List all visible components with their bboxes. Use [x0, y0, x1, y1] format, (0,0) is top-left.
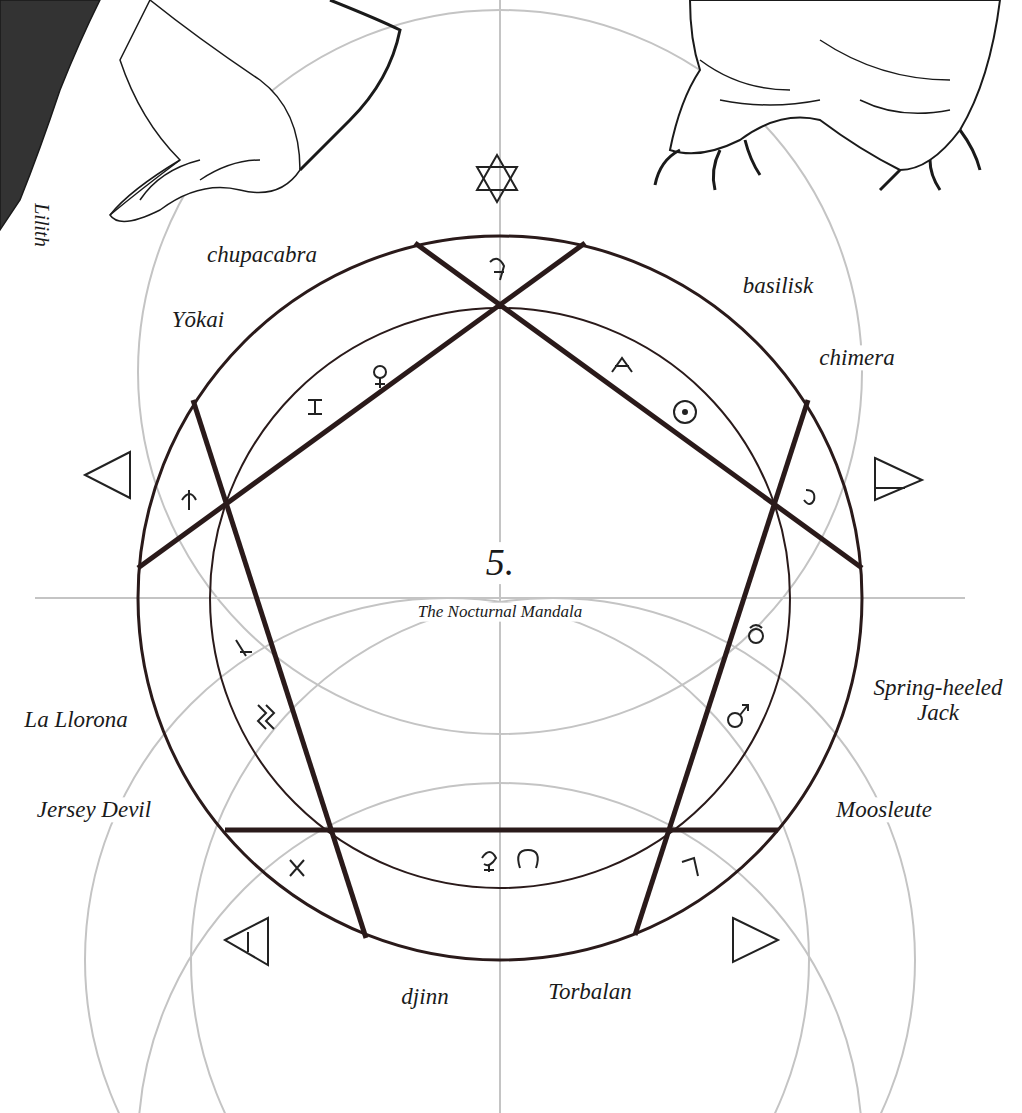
creature-name: Yōkai: [169, 307, 227, 332]
creature-name: basilisk: [740, 273, 816, 298]
guide-circles: [35, 0, 965, 1113]
creature-name: chimera: [816, 345, 897, 370]
creature-name: chupacabra: [204, 242, 320, 267]
mandala-rings: [138, 236, 862, 960]
artist-signature: Lilith: [31, 200, 53, 249]
creature-name: Torbalan: [545, 979, 635, 1004]
planet-symbols: [182, 259, 814, 876]
plate-number: 5.: [483, 542, 518, 584]
creature-name: djinn: [398, 984, 451, 1009]
creature-name: La Llorona: [21, 707, 130, 732]
creature-name: Jersey Devil: [34, 797, 154, 822]
creature-illustrations: [0, 0, 1000, 230]
triangle-symbols: [85, 155, 922, 965]
creature-name: Spring-heeled Jack: [865, 675, 1011, 726]
diagram-title: The Nocturnal Mandala: [415, 603, 585, 622]
creature-name: Moosleute: [833, 797, 935, 822]
